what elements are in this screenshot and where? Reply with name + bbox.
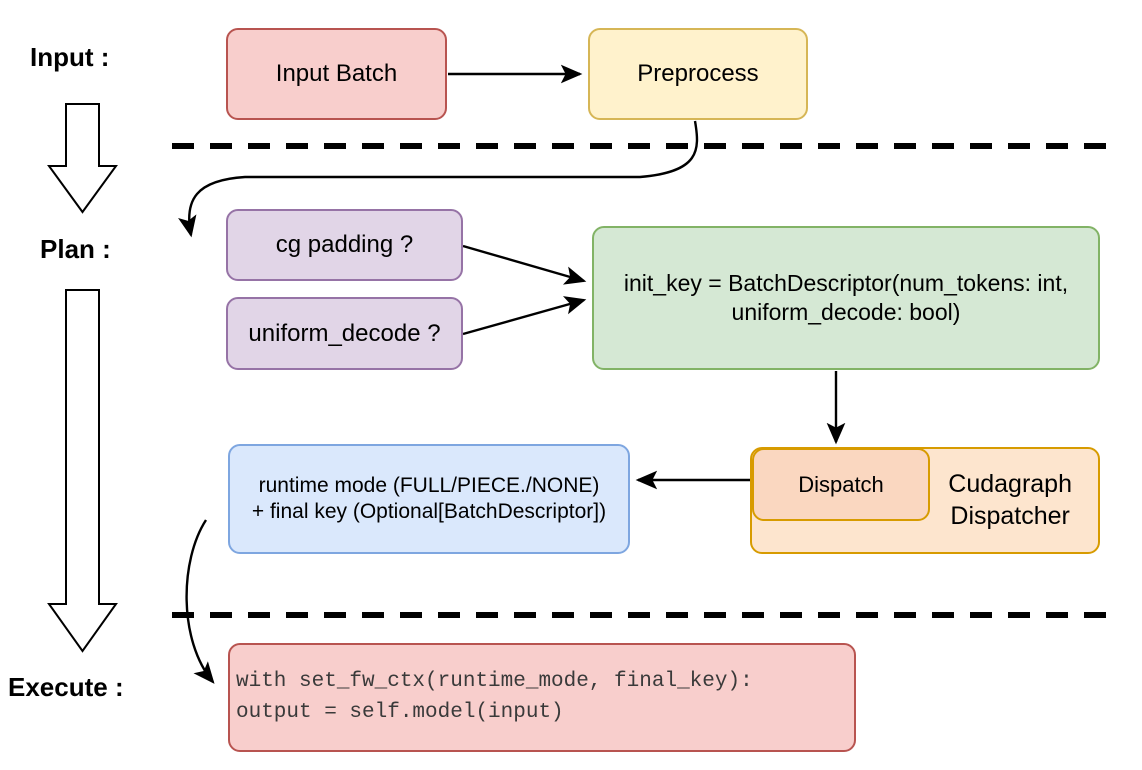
node-cg-padding[interactable]: cg padding ? [226, 209, 463, 281]
edge-runtime-mode-to-execute-code [185, 519, 215, 684]
node-init-key[interactable]: init_key = BatchDescriptor(num_tokens: i… [592, 226, 1100, 370]
stage-label-plan: Plan : [40, 234, 111, 264]
edge-uniform-decode-to-init-key [462, 296, 587, 336]
node-dispatch[interactable]: Dispatch [752, 448, 930, 521]
stage-label-execute: Execute : [8, 672, 124, 702]
stage-label-input: Input : [30, 42, 110, 72]
plan-to-execute-arrow [47, 289, 118, 653]
node-runtime-mode[interactable]: runtime mode (FULL/PIECE./NONE) + final … [228, 444, 630, 554]
node-uniform-decode[interactable]: uniform_decode ? [226, 297, 463, 370]
input-to-plan-arrow [47, 103, 118, 214]
node-input-batch[interactable]: Input Batch [226, 28, 447, 120]
node-execute-code[interactable]: with set_fw_ctx(runtime_mode, final_key)… [228, 643, 856, 752]
edge-cg-padding-to-init-key [462, 244, 587, 285]
node-preprocess[interactable]: Preprocess [588, 28, 808, 120]
